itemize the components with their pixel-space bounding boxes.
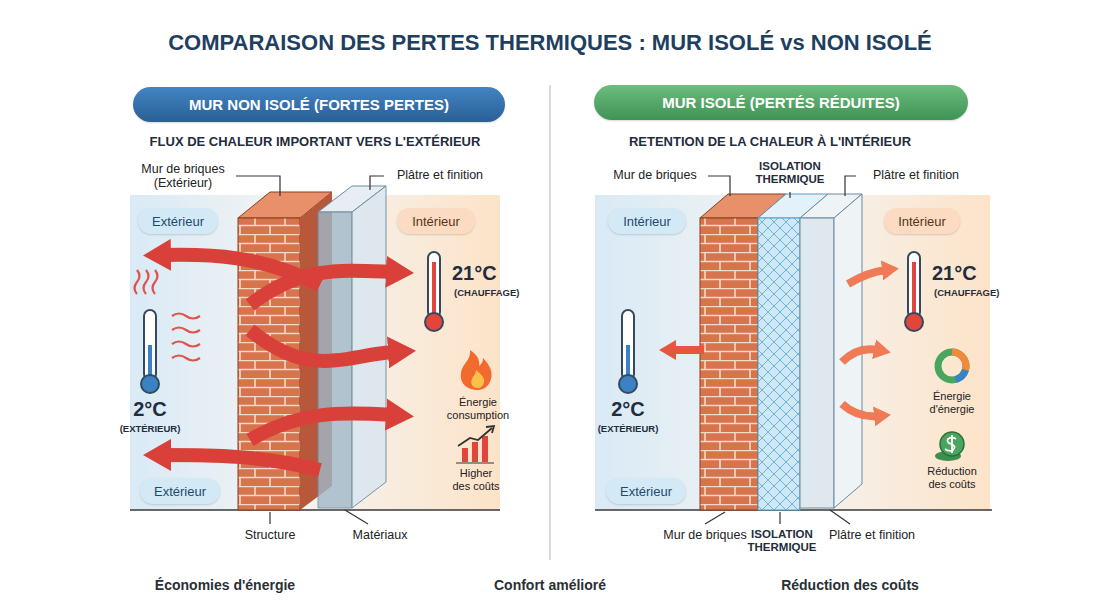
- page-title: COMPARAISON DES PERTES THERMIQUES : MUR …: [0, 30, 1100, 56]
- part-label: Mur de briques (Extérieur): [133, 162, 233, 191]
- benefit-label: Économies d'énergie: [105, 577, 345, 593]
- savings-coin-icon: [935, 432, 964, 461]
- side-tag: Intérieur: [397, 208, 475, 234]
- warm-thermometer: [425, 252, 443, 331]
- node-text: MUR NON ISOLÉ (FORTES PERTES): [189, 96, 449, 113]
- node-text: MUR ISOLÉ (PERTÉS RÉDUITES): [662, 94, 900, 111]
- part-label: Plâtre et finition: [812, 528, 932, 542]
- node-text: Intérieur: [898, 214, 946, 229]
- node-text: Intérieur: [412, 214, 460, 229]
- side-tag: Extérieur: [606, 478, 686, 504]
- cold-thermometer: [619, 310, 637, 393]
- temperature-note: (EXTÉRIEUR): [583, 424, 673, 435]
- part-label: ISOLATION THERMIQUE: [745, 160, 835, 186]
- node-text: Extérieur: [154, 484, 206, 499]
- effect-label: Énergie d'énergie: [912, 390, 992, 415]
- effect-label: Higher des coûts: [450, 467, 502, 492]
- heat-arrows: [672, 270, 886, 416]
- node-text: Intérieur: [623, 214, 671, 229]
- temperature-value: 21°C: [452, 262, 516, 285]
- temperature-note: (EXTÉRIEUR): [105, 424, 195, 435]
- effect-label: Énergie consumption: [438, 396, 518, 421]
- side-tag: Intérieur: [884, 208, 960, 234]
- temperature-value: 2°C: [593, 398, 663, 421]
- part-label: Structure: [230, 528, 310, 542]
- temperature-value: 2°C: [115, 398, 185, 421]
- side-tag: Extérieur: [140, 478, 220, 504]
- panel-subtitle: RETENTION DE LA CHALEUR À L'INTÉRIEUR: [570, 135, 970, 150]
- side-tag: Intérieur: [608, 208, 686, 234]
- benefit-label: Confort amélioré: [450, 577, 650, 593]
- temperature-value: 21°C: [932, 262, 996, 285]
- part-label: Plâtre et finition: [380, 168, 500, 182]
- warm-thermometer: [905, 252, 923, 331]
- part-label: Mur de briques: [605, 168, 705, 182]
- leader-lines: [236, 176, 856, 524]
- energy-donut-icon: [938, 352, 966, 380]
- node-text: Extérieur: [620, 484, 672, 499]
- benefit-label: Réduction des coûts: [730, 577, 970, 593]
- temperature-note: (CHAUFFAGE): [454, 288, 534, 299]
- flame-icon: [461, 350, 492, 390]
- heat-arrows: [165, 255, 394, 470]
- part-label: Matériaux: [340, 528, 420, 542]
- cold-thermometer: [141, 310, 159, 393]
- part-label: Mur de briques: [655, 528, 755, 542]
- side-tag: Extérieur: [138, 208, 218, 234]
- ground-line: [130, 509, 500, 511]
- panel-banner: MUR NON ISOLÉ (FORTES PERTES): [133, 87, 505, 122]
- part-label: ISOLATION THERMIQUE: [737, 528, 827, 554]
- divider: [549, 85, 551, 560]
- temperature-note: (CHAUFFAGE): [934, 288, 1014, 299]
- cost-chart-icon: [456, 426, 494, 463]
- panel-banner: MUR ISOLÉ (PERTÉS RÉDUITES): [594, 85, 968, 120]
- panel-subtitle: FLUX DE CHALEUR IMPORTANT VERS L'EXTÉRIE…: [115, 135, 515, 150]
- effect-label: Réduction des coûts: [921, 465, 983, 490]
- node-text: Extérieur: [152, 214, 204, 229]
- plaster-panel: [318, 186, 386, 508]
- right-ground: [595, 195, 990, 510]
- part-label: Plâtre et finition: [856, 168, 976, 182]
